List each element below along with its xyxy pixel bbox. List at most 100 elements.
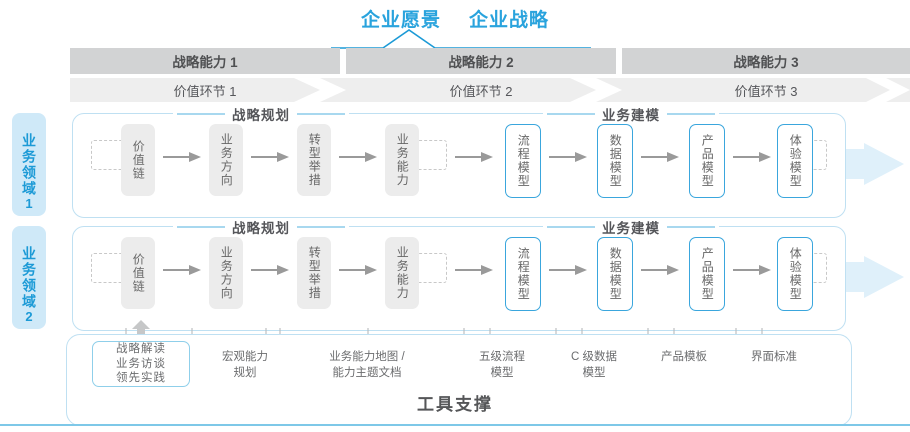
arrow-icon <box>455 152 493 162</box>
node-label: 数据模型 <box>608 134 623 188</box>
title-enterprise-strategy: 企业战略 <box>469 9 550 31</box>
node-process-model-2[interactable]: 流程模型 <box>505 237 541 311</box>
tool-note-data-model: C 级数据 模型 <box>542 350 646 381</box>
tool-card-line: 业务访谈 <box>116 357 166 370</box>
arrow-icon <box>549 265 587 275</box>
tool-note-line: 模型 <box>490 366 514 379</box>
node-business-direction-1[interactable]: 业务方向 <box>209 124 243 196</box>
domain-tab-1-number: 1 <box>25 196 33 211</box>
node-label: 业务能力 <box>395 246 410 300</box>
tool-note-ui-standard: 界面标准 <box>722 350 826 366</box>
node-data-model-2[interactable]: 数据模型 <box>597 237 633 311</box>
title-enterprise-vision: 企业愿景 <box>360 9 441 31</box>
section-rule-right <box>667 226 715 228</box>
node-product-model-1[interactable]: 产品模型 <box>689 124 725 198</box>
node-value-chain-2[interactable]: 价值链 <box>121 237 155 309</box>
section-rule-left <box>547 113 595 115</box>
header-titles: 企业愿景 企业战略 <box>0 4 910 32</box>
node-label: 转型举措 <box>307 246 322 300</box>
arrow-icon <box>733 265 771 275</box>
section-title-strategy-planning-1: 战略规划 <box>232 108 290 123</box>
capability-bar-2[interactable]: 战略能力 2 <box>346 48 616 74</box>
tool-note-capability-map: 业务能力地图 / 能力主题文档 <box>300 350 434 381</box>
node-product-model-2[interactable]: 产品模型 <box>689 237 725 311</box>
tool-note-product-template: 产品模板 <box>632 350 736 366</box>
tool-up-arrow-icon <box>132 320 150 342</box>
arrow-icon <box>251 265 289 275</box>
node-transformation-measures-2[interactable]: 转型举措 <box>297 237 331 309</box>
node-label: 价值链 <box>131 252 146 294</box>
section-rule-right <box>297 226 345 228</box>
tool-note-line: 产品模板 <box>661 351 707 363</box>
node-process-model-1[interactable]: 流程模型 <box>505 124 541 198</box>
arrow-icon <box>163 265 201 275</box>
section-header-strategy-planning-1: 战略规划 <box>173 105 349 123</box>
section-rule-right <box>667 113 715 115</box>
capability-bar-3[interactable]: 战略能力 3 <box>622 48 910 74</box>
domain-tab-2[interactable]: 业务领域 <box>12 226 46 329</box>
tool-note-line: 规划 <box>233 366 257 379</box>
bottom-divider <box>0 424 910 426</box>
node-experience-model-1[interactable]: 体验模型 <box>777 124 813 198</box>
value-chain-row <box>70 78 910 102</box>
tool-support-title: 工具支撑 <box>417 395 493 414</box>
tool-note-line: 界面标准 <box>751 351 797 363</box>
node-label: 业务能力 <box>395 133 410 187</box>
tool-note-line: 能力主题文档 <box>332 366 402 379</box>
section-rule-right <box>297 113 345 115</box>
domain-row-1: 战略规划 业务建模 价值链 业务方向 转型举措 业务能力 流程模型 数据模型 产… <box>72 105 846 218</box>
node-data-model-1[interactable]: 数据模型 <box>597 124 633 198</box>
domain-tab-2-label: 业务领域 <box>21 245 37 310</box>
arrow-icon <box>339 265 377 275</box>
capability-bar-1[interactable]: 战略能力 1 <box>70 48 340 74</box>
tool-card-strategy[interactable]: 战略解读 业务访谈 领先实践 <box>92 341 190 387</box>
arrow-icon <box>549 152 587 162</box>
tool-note-line: 模型 <box>582 366 606 379</box>
tool-note-macro-capability: 宏观能力 规划 <box>190 350 300 381</box>
node-value-chain-1[interactable]: 价值链 <box>121 124 155 196</box>
node-experience-model-2[interactable]: 体验模型 <box>777 237 813 311</box>
domain-tab-2-number: 2 <box>25 309 33 324</box>
tool-note-line: C 级数据 <box>571 351 617 363</box>
tool-note-line: 业务能力地图 / <box>329 351 405 363</box>
arrow-icon <box>455 265 493 275</box>
section-title-business-modeling-1: 业务建模 <box>602 108 660 123</box>
tool-note-process-model: 五级流程 模型 <box>447 350 557 381</box>
node-label: 流程模型 <box>516 134 531 188</box>
arrow-icon <box>733 152 771 162</box>
tool-card-line: 战略解读 <box>116 342 166 355</box>
node-label: 流程模型 <box>516 247 531 301</box>
section-rule-left <box>547 226 595 228</box>
value-chain-label-2[interactable]: 价值环节 2 <box>449 83 513 99</box>
node-business-direction-2[interactable]: 业务方向 <box>209 237 243 309</box>
node-label: 业务方向 <box>219 246 234 300</box>
tool-note-line: 宏观能力 <box>222 351 268 363</box>
node-label: 业务方向 <box>219 133 234 187</box>
arrow-icon <box>339 152 377 162</box>
node-label: 产品模型 <box>700 247 715 301</box>
node-business-capability-1[interactable]: 业务能力 <box>385 124 419 196</box>
node-transformation-measures-1[interactable]: 转型举措 <box>297 124 331 196</box>
node-business-capability-2[interactable]: 业务能力 <box>385 237 419 309</box>
node-label: 数据模型 <box>608 247 623 301</box>
capability-bar-row: 战略能力 1 战略能力 2 战略能力 3 <box>70 48 910 74</box>
domain-tab-1[interactable]: 业务领域 <box>12 113 46 216</box>
domain-row-2: 战略规划 业务建模 价值链 业务方向 转型举措 业务能力 流程模型 数据模型 产… <box>72 218 846 331</box>
node-label: 产品模型 <box>700 134 715 188</box>
domain-tab-1-label: 业务领域 <box>21 132 37 197</box>
value-chain-label-1[interactable]: 价值环节 1 <box>173 83 237 99</box>
node-label: 体验模型 <box>788 247 803 301</box>
section-title-business-modeling-2: 业务建模 <box>602 221 660 236</box>
arrow-icon <box>641 152 679 162</box>
tool-note-line: 五级流程 <box>479 351 525 363</box>
node-label: 价值链 <box>131 139 146 181</box>
section-header-business-modeling-1: 业务建模 <box>543 105 719 123</box>
value-chain-label-3[interactable]: 价值环节 3 <box>734 83 798 99</box>
section-title-strategy-planning-2: 战略规划 <box>232 221 290 236</box>
arrow-icon <box>251 152 289 162</box>
arrow-icon <box>163 152 201 162</box>
tool-card-line: 领先实践 <box>116 372 166 385</box>
section-header-strategy-planning-2: 战略规划 <box>173 218 349 236</box>
section-rule-left <box>177 113 225 115</box>
arrow-icon <box>641 265 679 275</box>
